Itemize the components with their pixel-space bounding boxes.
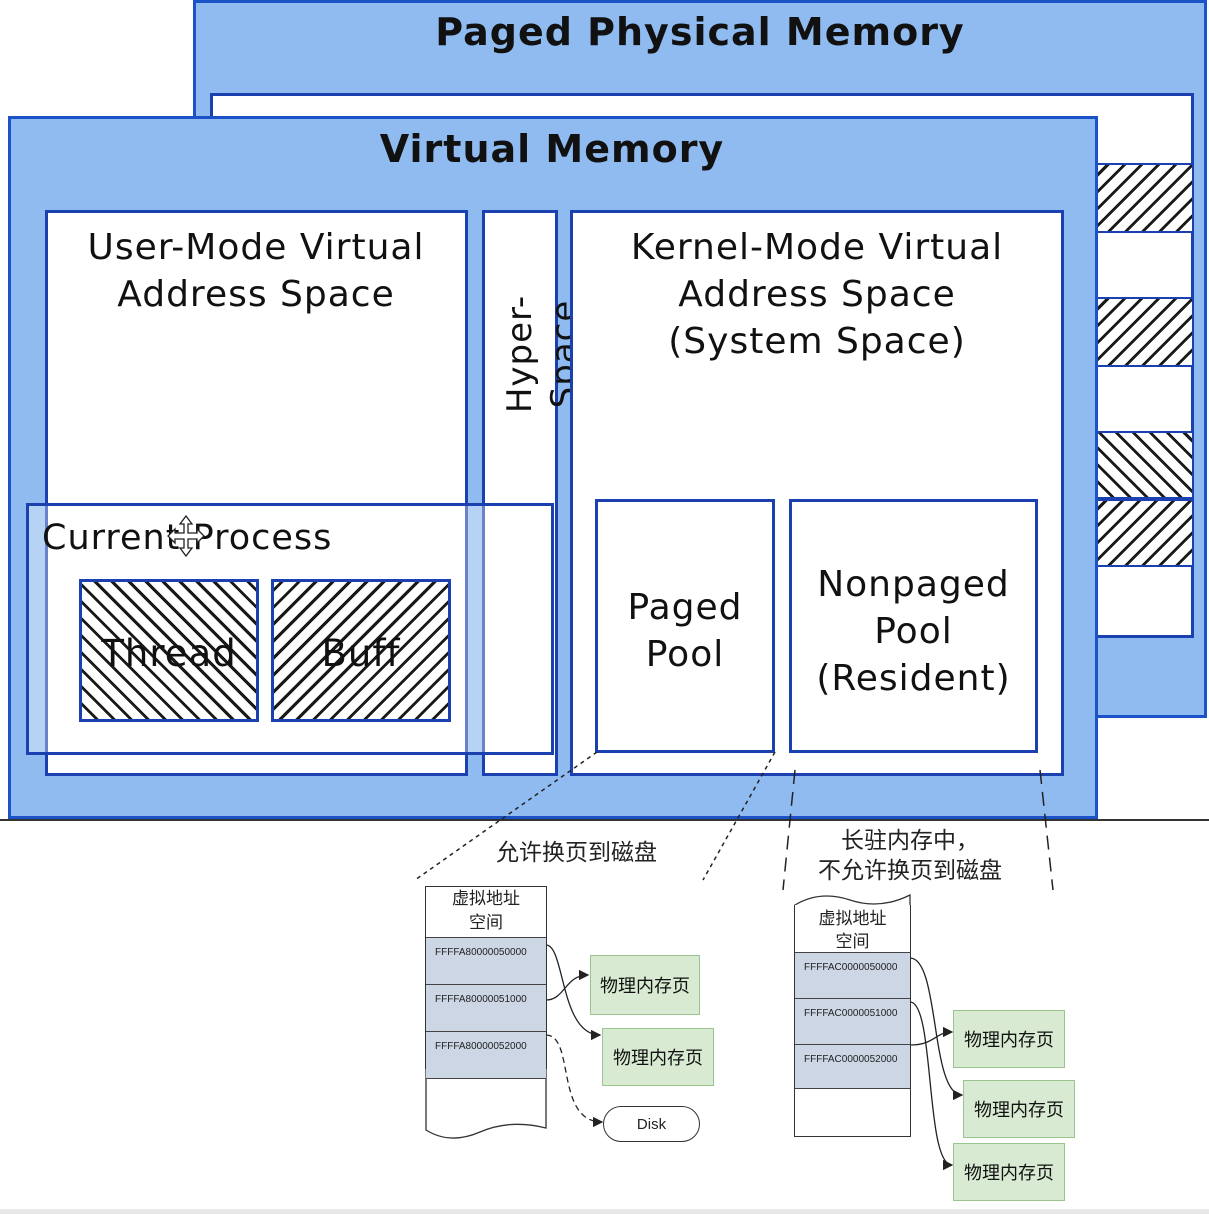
- move-cursor-icon: [166, 514, 206, 558]
- physical-page-strip: [1096, 297, 1194, 367]
- nonpaged-pool-line: (Resident): [816, 658, 1011, 699]
- thread-block: [79, 579, 259, 722]
- paged-address-table: 虚拟地址 空间 FFFFA80000050000 FFFFA8000005100…: [425, 886, 547, 1079]
- paged-table-header-line: 空间: [469, 913, 503, 933]
- virtual-memory-title: Virtual Memory: [379, 127, 725, 171]
- nonpaged-pool-line: Nonpaged: [817, 564, 1010, 605]
- paged-address-cell: FFFFA80000052000: [426, 1032, 546, 1079]
- physical-page: 物理内存页: [953, 1143, 1065, 1201]
- paged-table-header-line: 虚拟地址: [452, 889, 520, 909]
- buff-label: Buff: [321, 632, 401, 675]
- physical-page: 物理内存页: [963, 1080, 1075, 1138]
- paged-pool-line: Paged: [627, 587, 743, 628]
- paged-address: FFFFA80000050000: [435, 947, 527, 958]
- kernel-mode-line: Kernel-Mode Virtual: [630, 227, 1004, 268]
- paged-pool: [595, 499, 775, 753]
- nonpaged-address-cell: FFFFAC0000050000: [795, 953, 910, 999]
- nonpaged-address: FFFFAC0000052000: [804, 1054, 898, 1065]
- paged-physical-memory-title: Paged Physical Memory: [435, 10, 965, 54]
- paged-caption: 允许换页到磁盘: [496, 840, 657, 866]
- physical-page: 物理内存页: [953, 1010, 1065, 1068]
- physical-page: 物理内存页: [590, 955, 700, 1015]
- paged-address: FFFFA80000052000: [435, 1041, 527, 1052]
- physical-page-strip: [1096, 163, 1194, 233]
- physical-page: 物理内存页: [602, 1028, 714, 1086]
- bottom-edge: [0, 1209, 1209, 1214]
- nonpaged-pool-line: Pool: [874, 611, 953, 652]
- nonpaged-address-cell: FFFFAC0000051000: [795, 999, 910, 1045]
- divider-line: [0, 819, 1209, 821]
- nonpaged-caption: 长驻内存中， 不允许换页到磁盘: [800, 826, 1020, 886]
- nonpaged-address-table: 虚拟地址 空间 FFFFAC0000050000 FFFFAC000005100…: [794, 905, 911, 1137]
- nonpaged-table-header-line: 空间: [835, 932, 870, 952]
- paged-table-header: 虚拟地址 空间: [426, 887, 546, 938]
- kernel-mode-line: Address Space: [678, 274, 956, 315]
- kernel-mode-line: (System Space): [668, 321, 966, 362]
- buff-block: [271, 579, 451, 722]
- paged-address-cell: FFFFA80000050000: [426, 938, 546, 985]
- user-mode-label: User-Mode Virtual Address Space: [48, 224, 464, 318]
- hyper-space: [482, 210, 558, 776]
- paged-pool-line: Pool: [645, 634, 725, 675]
- nonpaged-caption-line: 长驻内存中，: [841, 828, 979, 854]
- nonpaged-pool: [789, 499, 1038, 753]
- thread-label: Thread: [101, 632, 237, 675]
- nonpaged-address: FFFFAC0000050000: [804, 962, 898, 973]
- nonpaged-caption-line: 不允许换页到磁盘: [818, 858, 1002, 884]
- nonpaged-address: FFFFAC0000051000: [804, 1008, 898, 1019]
- nonpaged-table-header: 虚拟地址 空间: [795, 905, 910, 953]
- nonpaged-pool-label: Nonpaged Pool (Resident): [789, 561, 1038, 702]
- user-mode-line: User-Mode Virtual: [87, 227, 425, 268]
- disk: Disk: [603, 1106, 700, 1142]
- user-mode-line: Address Space: [117, 274, 395, 315]
- paged-address-cell: FFFFA80000051000: [426, 985, 546, 1032]
- paged-pool-label: Paged Pool: [595, 584, 775, 678]
- paged-address: FFFFA80000051000: [435, 994, 527, 1005]
- nonpaged-address-cell: FFFFAC0000052000: [795, 1045, 910, 1089]
- kernel-mode-label: Kernel-Mode Virtual Address Space (Syste…: [573, 224, 1061, 365]
- nonpaged-table-header-line: 虚拟地址: [818, 909, 887, 929]
